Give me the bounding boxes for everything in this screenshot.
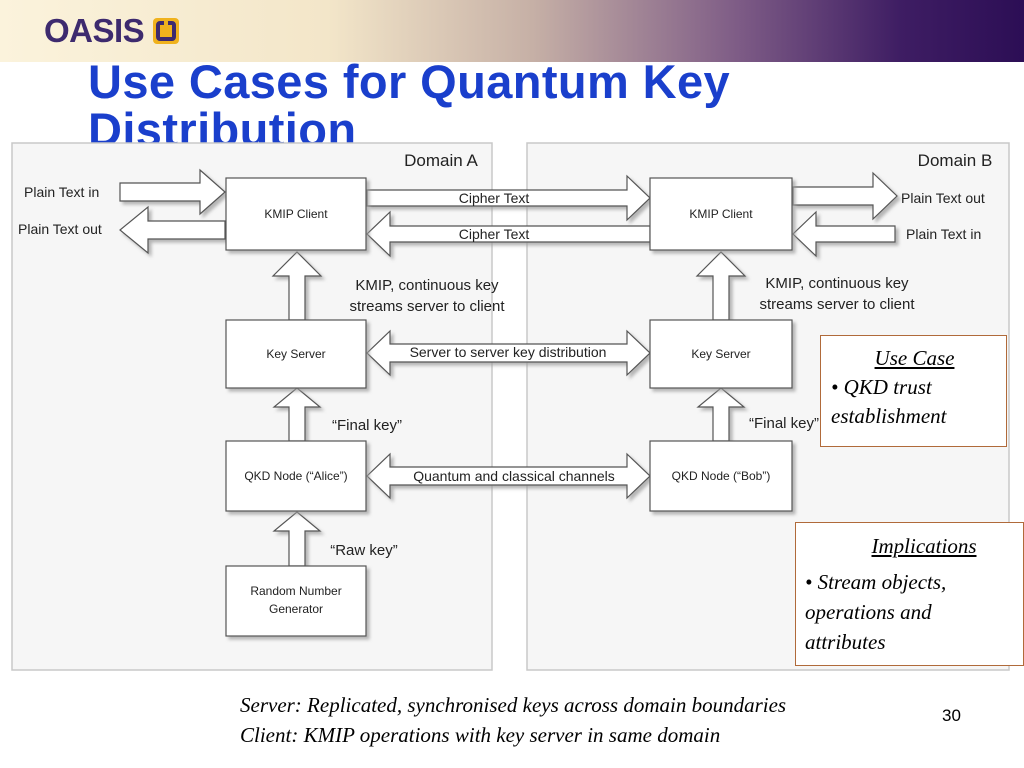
footer-line-2: Client: KMIP operations with key server … bbox=[240, 723, 721, 747]
key-server-a-label: Key Server bbox=[266, 347, 325, 361]
kmip-stream-b-arrow bbox=[695, 251, 747, 321]
oasis-logo: OASIS bbox=[44, 12, 180, 49]
kmip-stream-b-label-2: streams server to client bbox=[759, 296, 915, 313]
plain-text-out-b-label: Plain Text out bbox=[901, 190, 985, 206]
implications-title: Implications bbox=[871, 534, 977, 558]
rng-label-line1: Random Number bbox=[250, 584, 341, 598]
kmip-client-a-label: KMIP Client bbox=[264, 207, 328, 221]
footer-line-1: Server: Replicated, synchronised keys ac… bbox=[240, 693, 787, 717]
header-banner: OASIS bbox=[0, 0, 1024, 62]
plain-text-in-a-label: Plain Text in bbox=[24, 184, 99, 200]
kmip-stream-a-label-1: KMIP, continuous key bbox=[355, 277, 499, 294]
plain-text-out-a-label: Plain Text out bbox=[18, 221, 102, 237]
kmip-client-a-box bbox=[225, 177, 367, 251]
raw-key-arrow bbox=[272, 511, 322, 567]
slide-title: Use Cases for Quantum Key Distribution bbox=[88, 58, 988, 154]
implications-callout: Implications • Stream objects, operation… bbox=[795, 522, 1024, 666]
server-to-server-label: Server to server key distribution bbox=[410, 344, 607, 360]
use-case-callout: Use Case • QKD trust establishment bbox=[820, 335, 1007, 447]
final-key-b-label: “Final key” bbox=[749, 415, 819, 432]
plain-text-in-b-label: Plain Text in bbox=[906, 226, 981, 242]
cipher-text-left-arrow bbox=[366, 210, 651, 258]
kmip-stream-a-label-2: streams server to client bbox=[349, 298, 505, 315]
plain-text-out-a-arrow bbox=[119, 205, 226, 255]
implications-item: • Stream objects, operations and attribu… bbox=[805, 570, 947, 654]
logo-text: OASIS bbox=[44, 12, 145, 49]
raw-key-label: “Raw key” bbox=[330, 542, 398, 559]
oasis-mark-icon bbox=[153, 18, 180, 44]
kmip-stream-b-label-1: KMIP, continuous key bbox=[765, 275, 909, 292]
rng-box bbox=[225, 565, 367, 637]
final-key-a-arrow bbox=[272, 387, 322, 442]
plain-text-in-a-arrow bbox=[119, 168, 226, 216]
final-key-b-arrow bbox=[696, 387, 746, 442]
qkd-node-bob-box bbox=[649, 440, 793, 512]
plain-text-in-b-arrow bbox=[792, 210, 896, 258]
qkd-node-alice-box bbox=[225, 440, 367, 512]
footer-notes: Server: Replicated, synchronised keys ac… bbox=[240, 690, 786, 750]
title-line-1: Use Cases for Quantum Key bbox=[88, 55, 731, 108]
kmip-client-b-box bbox=[649, 177, 793, 251]
kmip-stream-a-arrow bbox=[271, 251, 323, 321]
key-server-b-label: Key Server bbox=[691, 347, 750, 361]
domain-b-label: Domain B bbox=[918, 151, 993, 170]
final-key-a-label: “Final key” bbox=[332, 417, 402, 434]
plain-text-out-b-arrow bbox=[792, 171, 898, 221]
qkd-node-bob-label: QKD Node (“Bob”) bbox=[672, 469, 771, 483]
domain-a-label: Domain A bbox=[404, 151, 478, 170]
cipher-text-1-label: Cipher Text bbox=[459, 190, 530, 206]
kmip-client-b-label: KMIP Client bbox=[689, 207, 753, 221]
rng-label-line2: Generator bbox=[269, 602, 323, 616]
qkd-node-alice-label: QKD Node (“Alice”) bbox=[244, 469, 347, 483]
page-number: 30 bbox=[942, 706, 961, 725]
cipher-text-right-arrow bbox=[366, 174, 651, 222]
use-case-title: Use Case bbox=[874, 346, 955, 370]
quantum-channels-label: Quantum and classical channels bbox=[413, 468, 615, 484]
cipher-text-2-label: Cipher Text bbox=[459, 226, 530, 242]
key-server-b-box bbox=[649, 319, 793, 389]
key-server-a-box bbox=[225, 319, 367, 389]
use-case-item: • QKD trust establishment bbox=[831, 375, 947, 428]
